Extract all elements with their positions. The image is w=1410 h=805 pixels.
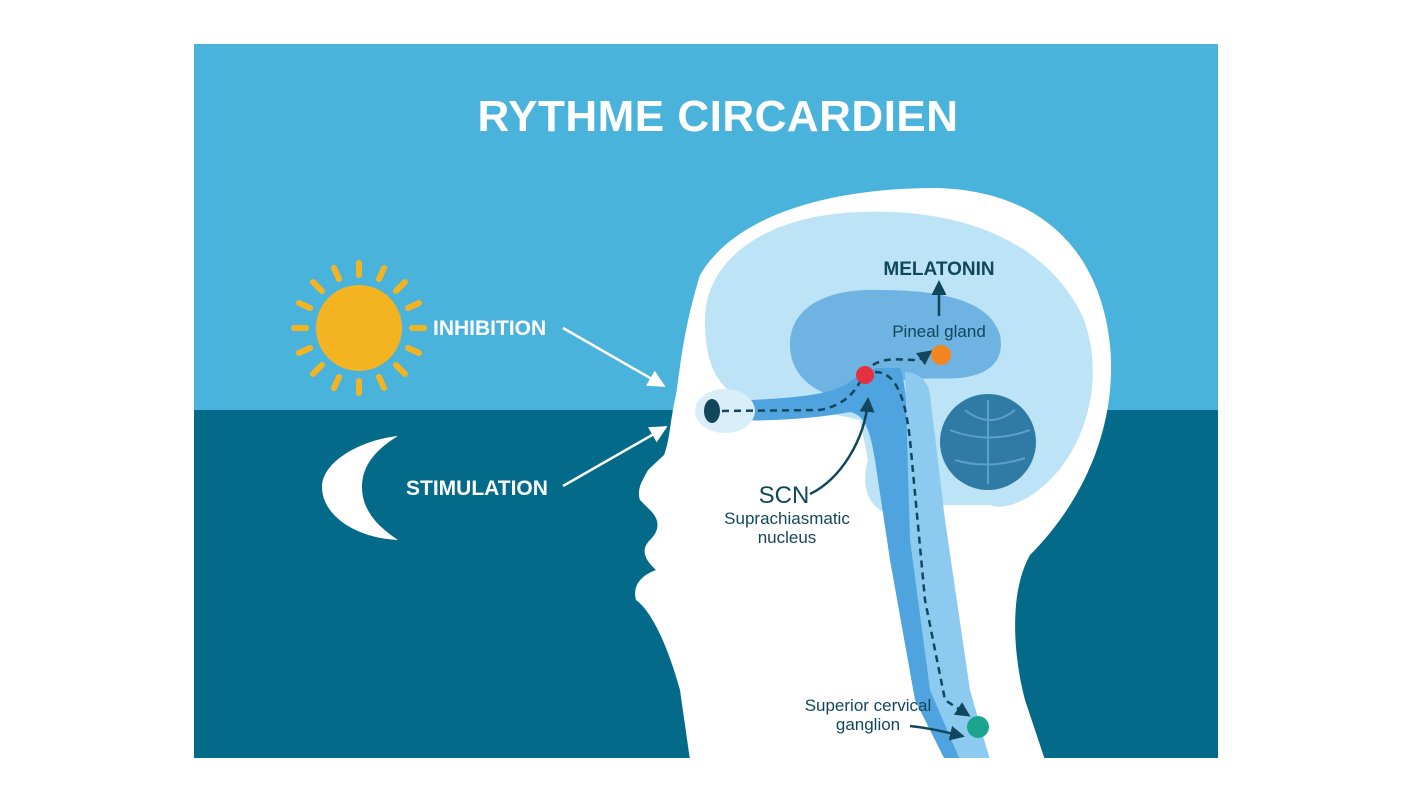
page-title: RYTHME CIRCARDIEN <box>477 92 958 141</box>
pineal-dot <box>931 345 951 365</box>
dashed-path-eye-to-scn <box>721 377 864 413</box>
dashed-path-scn-to-pineal <box>863 350 933 375</box>
stimulation-arrow <box>562 425 668 488</box>
scn-description-line1: Suprachiasmatic <box>724 509 850 528</box>
scn-arrow <box>809 397 875 496</box>
inhibition-label: INHIBITION <box>433 317 546 340</box>
melatonin-label: MELATONIN <box>883 259 994 280</box>
ganglion-dot <box>967 716 989 738</box>
moon-icon <box>322 436 398 540</box>
ganglion-label-line1: Superior cervical <box>805 696 932 715</box>
ganglion-arrow <box>909 724 965 741</box>
ganglion-label-line2: ganglion <box>836 715 900 734</box>
eye-iris <box>704 399 720 423</box>
scn-dot <box>856 366 874 384</box>
inhibition-arrow <box>562 326 666 388</box>
stimulation-label: STIMULATION <box>406 477 548 500</box>
scn-description-line2: nucleus <box>758 528 817 547</box>
brain-inner <box>790 289 1001 401</box>
brainstem-light <box>905 372 990 758</box>
scn-label: SCN <box>759 482 810 509</box>
sun-icon <box>291 260 427 396</box>
cerebellum-folds <box>949 400 1031 484</box>
pineal-gland-label: Pineal gland <box>892 322 986 341</box>
